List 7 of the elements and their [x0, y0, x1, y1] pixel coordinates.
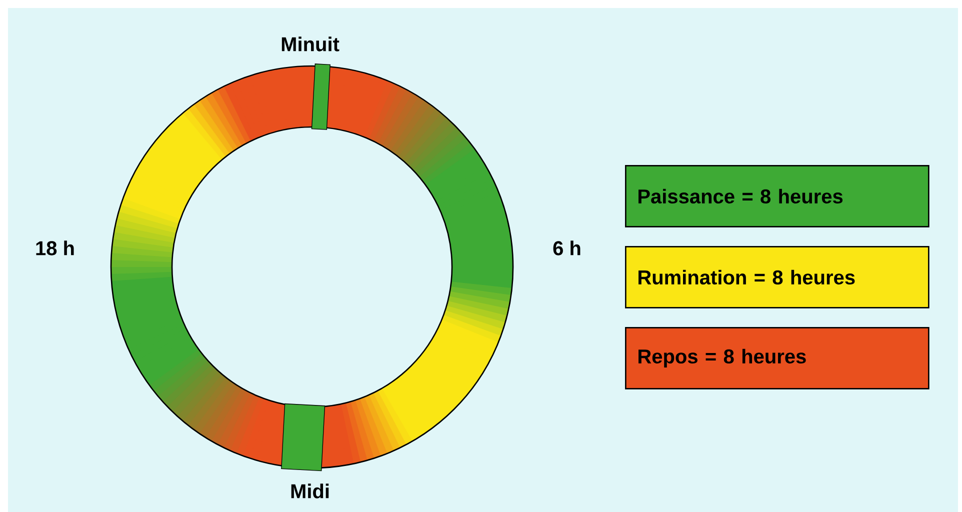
time-label: Midi [291, 484, 329, 498]
legend-box: Rumination = 8 heures [625, 246, 930, 308]
legend-box: Repos = 8 heures [625, 327, 930, 390]
time-label: Minuit [282, 36, 340, 52]
time-label: 6 h [553, 240, 580, 256]
time-label: 18 h [36, 240, 74, 256]
legend-box: Paissance = 8 heures [625, 165, 930, 228]
